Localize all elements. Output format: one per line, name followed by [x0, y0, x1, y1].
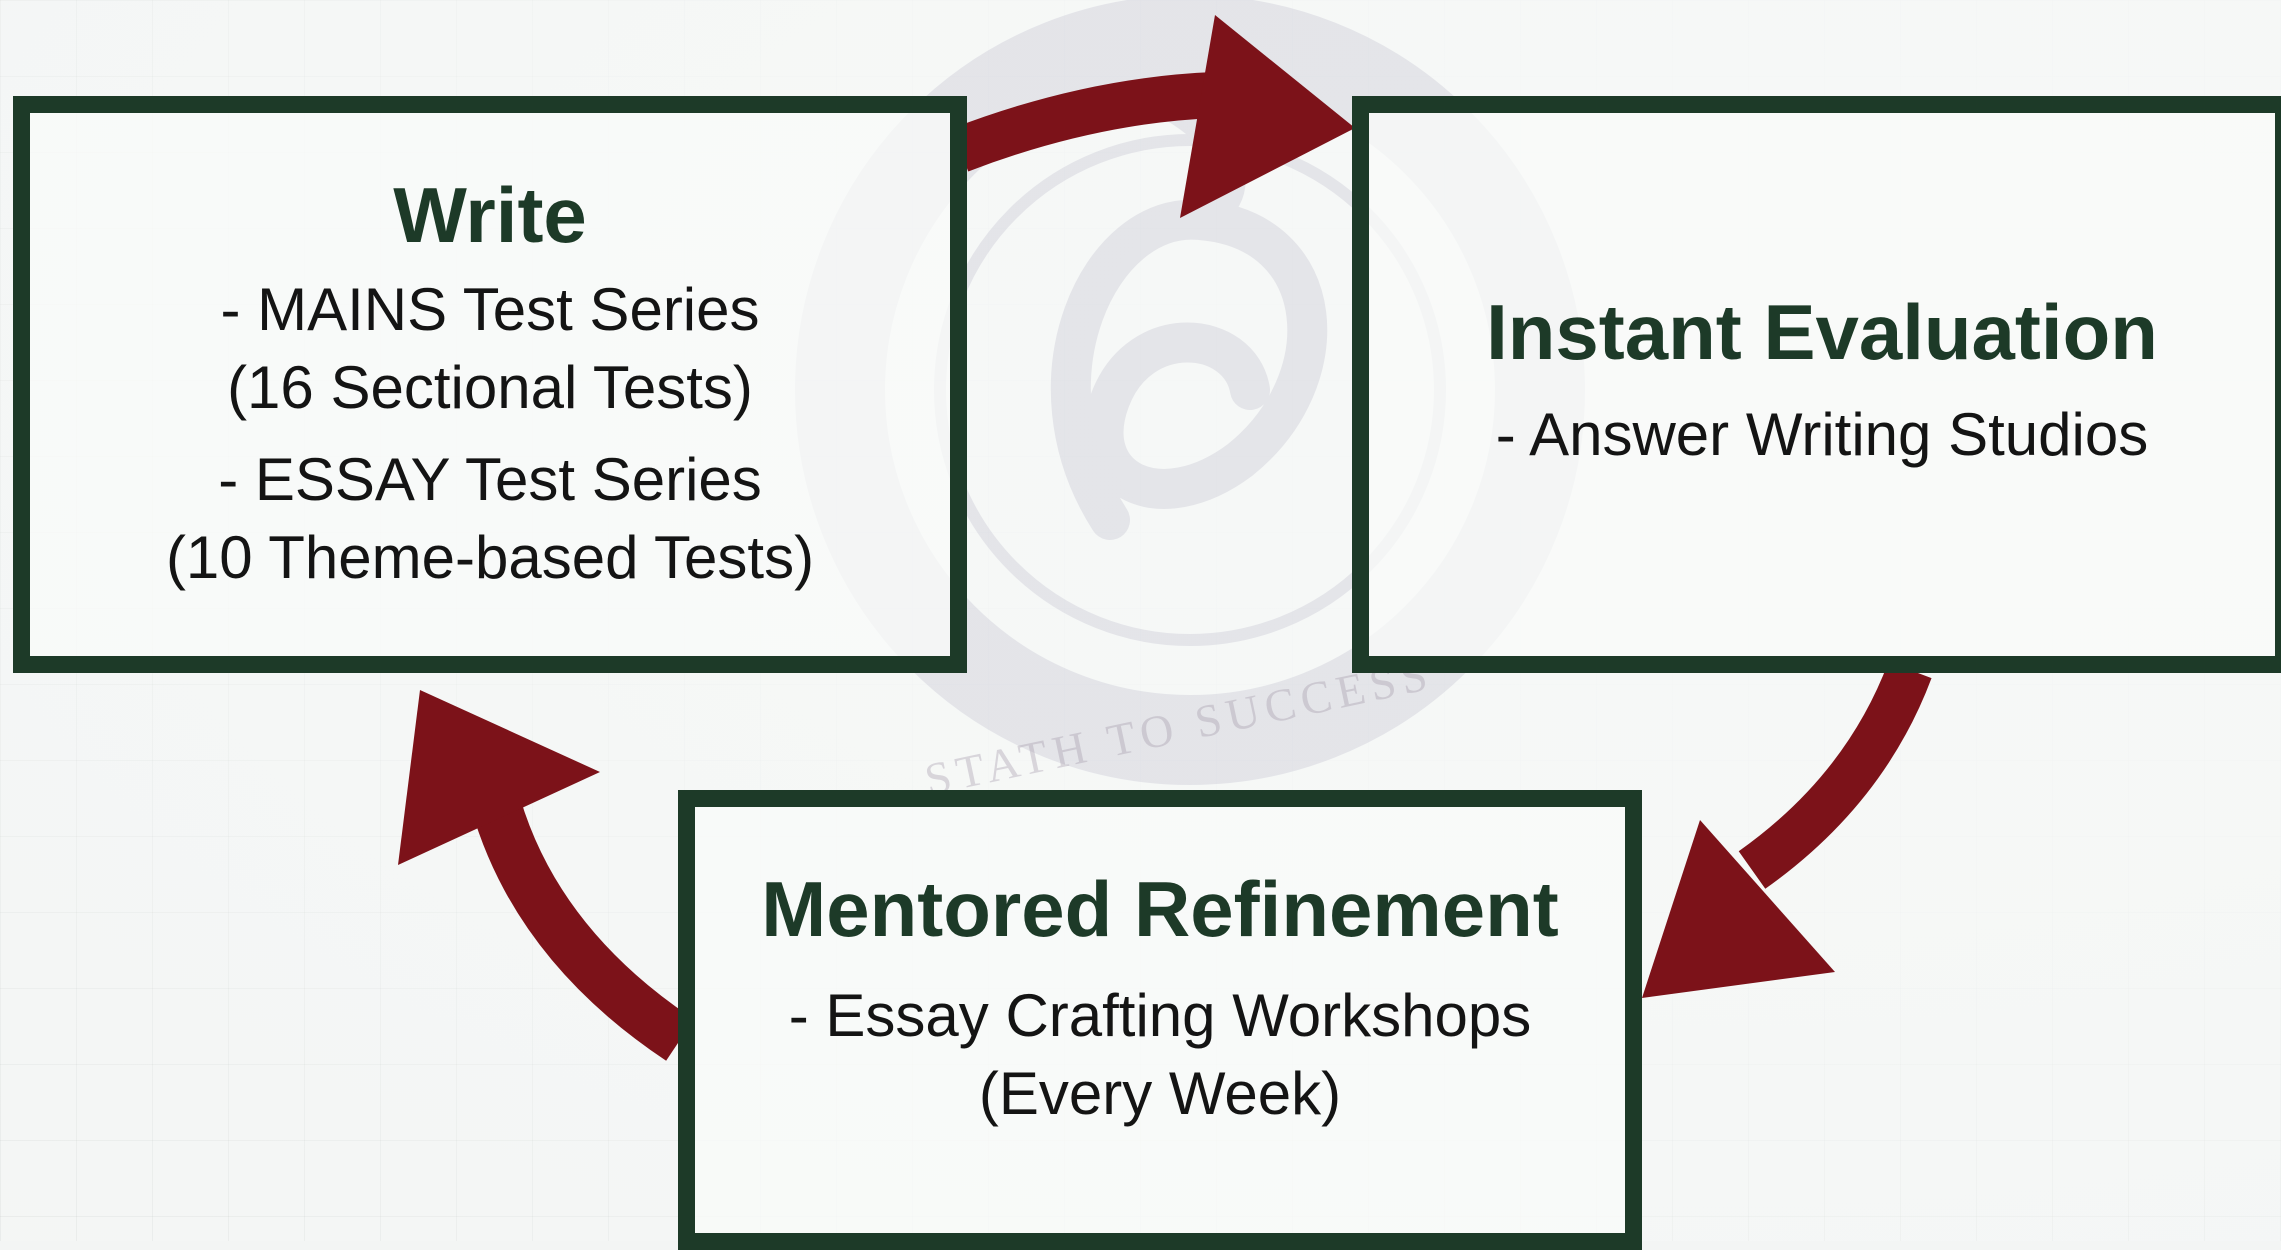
mentored-refinement-title: Mentored Refinement	[761, 865, 1559, 953]
arrow-write-to-eval	[951, 72, 1216, 172]
mentored-refinement-items: - Essay Crafting Workshops (Every Week)	[695, 977, 1625, 1133]
arrow-mentor-to-write	[467, 783, 694, 1061]
write-title: Write	[393, 171, 587, 259]
write-item-mains-line1: - MAINS Test Series	[220, 275, 760, 343]
arrow-write-to-eval-head	[1180, 15, 1355, 218]
instant-evaluation-title: Instant Evaluation	[1486, 288, 2158, 376]
instant-evaluation-box: Instant Evaluation - Answer Writing Stud…	[1352, 96, 2281, 673]
write-item-essay: - ESSAY Test Series (10 Theme-based Test…	[30, 441, 950, 597]
write-item-essay-line2: (10 Theme-based Tests)	[165, 523, 815, 591]
write-item-essay-line1: - ESSAY Test Series	[218, 445, 762, 513]
arrow-mentor-to-write-head	[398, 690, 600, 865]
write-items: - MAINS Test Series (16 Sectional Tests)…	[30, 271, 950, 597]
mentored-refinement-box: Mentored Refinement - Essay Crafting Wor…	[678, 790, 1642, 1250]
mentored-refinement-item-line2: (Every Week)	[978, 1059, 1342, 1127]
write-item-mains: - MAINS Test Series (16 Sectional Tests)	[30, 271, 950, 427]
mentored-refinement-item-line1: - Essay Crafting Workshops	[788, 981, 1532, 1049]
write-box: Write - MAINS Test Series (16 Sectional …	[13, 96, 967, 673]
write-item-mains-line2: (16 Sectional Tests)	[227, 353, 753, 421]
arrow-eval-to-mentor-head	[1642, 820, 1835, 998]
instant-evaluation-items: - Answer Writing Studios	[1369, 396, 2275, 474]
arrow-eval-to-mentor	[1738, 661, 1932, 889]
instant-evaluation-item: - Answer Writing Studios	[1495, 400, 2149, 468]
